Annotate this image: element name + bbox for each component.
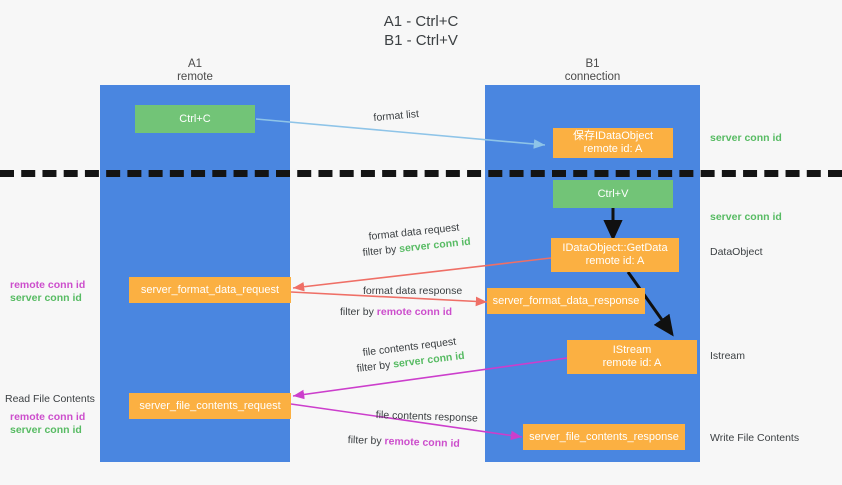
label-dataobject: DataObject (710, 246, 763, 258)
box-getdata[interactable]: IDataObject::GetData remote id: A (551, 238, 679, 272)
box-idataobject-line2: remote id: A (583, 143, 643, 155)
filter-value-remote-conn-id: remote conn id (384, 435, 460, 450)
label-remote-conn-id-lower: remote conn id (10, 411, 86, 423)
label-remote-conn-id-upper: remote conn id (10, 279, 86, 291)
page-title-line-2: B1 - Ctrl+V (384, 32, 458, 49)
annotation-file-contents-response-filter: filter by remote conn id (348, 434, 460, 451)
box-istream-line1: IStream (612, 344, 652, 356)
lane-header-a1-name: A1 (187, 58, 203, 70)
lane-header-a1-sub: remote (177, 71, 213, 83)
label-server-conn-id-lower: server conn id (10, 424, 82, 436)
box-ctrl-v-label: Ctrl+V (597, 187, 629, 200)
lane-header-b1-sub: connection (564, 71, 621, 83)
label-istream: Istream (710, 350, 746, 362)
filter-prefix: filter by (356, 358, 394, 375)
lane-header-b1-name: B1 (585, 58, 600, 70)
label-read-file-contents: Read File Contents (5, 393, 95, 405)
label-write-file-contents: Write File Contents (710, 432, 800, 444)
annotation-format-list: format list (373, 108, 420, 124)
lane-header-a1: A1 remote (100, 58, 290, 84)
label-server-conn-id-top: server conn id (710, 132, 782, 144)
box-idataobject[interactable]: 保存IDataObject remote id: A (553, 128, 673, 158)
box-getdata-line2: remote id: A (585, 255, 645, 267)
label-server-conn-id-upper: server conn id (10, 292, 82, 304)
box-server-file-contents-response-label: server_file_contents_response (529, 430, 679, 443)
phase-divider (0, 170, 842, 177)
box-istream[interactable]: IStream remote id: A (567, 340, 697, 374)
filter-prefix: filter by (362, 243, 400, 259)
box-server-format-data-request-label: server_format_data_request (140, 283, 280, 296)
box-server-file-contents-response[interactable]: server_file_contents_response (523, 424, 685, 450)
annotation-format-data-response-filter: filter by remote conn id (340, 306, 452, 319)
box-istream-line2: remote id: A (602, 357, 662, 369)
box-getdata-line1: IDataObject::GetData (562, 242, 668, 254)
page-title-line-1: A1 - Ctrl+C (383, 13, 459, 30)
annotation-file-contents-response: file contents response (375, 409, 479, 425)
annotation-format-data-response: format data response (363, 285, 463, 297)
box-server-file-contents-request[interactable]: server_file_contents_request (129, 393, 291, 419)
filter-value-remote-conn-id: remote conn id (376, 306, 453, 318)
box-server-format-data-request[interactable]: server_format_data_request (129, 277, 291, 303)
filter-prefix: filter by (347, 434, 385, 448)
box-server-format-data-response-label: server_format_data_response (492, 294, 640, 307)
box-server-format-data-response[interactable]: server_format_data_response (487, 288, 645, 314)
box-ctrl-c[interactable]: Ctrl+C (135, 105, 255, 133)
box-ctrl-v[interactable]: Ctrl+V (553, 180, 673, 208)
box-server-file-contents-request-label: server_file_contents_request (139, 399, 281, 412)
box-idataobject-line1: 保存IDataObject (572, 130, 654, 142)
box-ctrl-c-label: Ctrl+C (179, 112, 211, 125)
label-server-conn-id-mid: server conn id (710, 211, 782, 223)
lane-header-b1: B1 connection (485, 58, 700, 84)
filter-prefix: filter by (340, 306, 377, 318)
